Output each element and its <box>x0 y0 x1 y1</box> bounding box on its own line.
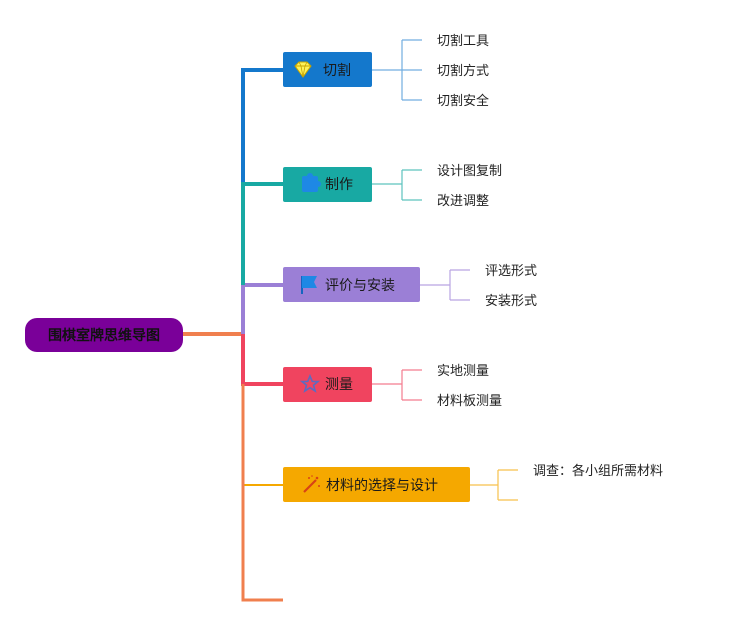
trunk-segment-cutting <box>241 68 283 334</box>
leaf-label: 评选形式 <box>485 264 537 279</box>
leaf-label: 调查：各小组所需材料 <box>533 463 663 479</box>
leaf-link-evaluate <box>420 269 470 301</box>
diamond-icon <box>294 61 312 78</box>
leaf-label: 切割工具 <box>437 33 489 49</box>
trunk-segment-measure <box>241 334 283 386</box>
branch-label: 评价与安装 <box>325 278 395 294</box>
branch-node-cutting[interactable]: 切割 <box>283 52 372 87</box>
root-node[interactable]: 围棋室牌思维导图 <box>25 318 183 352</box>
trunk-segment-evaluate <box>241 283 283 300</box>
trunk-tail <box>241 384 283 602</box>
puzzle-icon <box>302 173 321 192</box>
leaf-label: 实地测量 <box>437 364 489 379</box>
branch-node-material[interactable]: 材料的选择与设计 <box>283 467 470 502</box>
leaf-link-measure <box>372 369 422 401</box>
star-icon <box>299 373 321 393</box>
leaf-label: 材料板测量 <box>437 394 502 409</box>
branch-label: 制作 <box>325 177 353 193</box>
leaf-link-cutting <box>372 39 422 101</box>
leaf-link-making <box>372 169 422 201</box>
branch-label: 材料的选择与设计 <box>326 478 438 494</box>
leaf-label: 安装形式 <box>485 294 537 309</box>
branch-label: 切割 <box>323 62 351 79</box>
root-label: 围棋室牌思维导图 <box>48 327 160 344</box>
branch-node-measure[interactable]: 测量 <box>283 367 372 402</box>
connectors <box>183 39 518 602</box>
branch-node-making[interactable]: 制作 <box>283 167 372 202</box>
trunk-segment-making <box>241 182 283 200</box>
leaf-label: 改进调整 <box>437 194 489 209</box>
flag-icon <box>301 276 317 294</box>
branch-node-evaluate[interactable]: 评价与安装 <box>283 267 420 302</box>
trunk-segment-material <box>242 384 283 486</box>
leaf-label: 切割安全 <box>437 93 489 109</box>
leaf-label: 切割方式 <box>437 63 489 79</box>
branch-label: 测量 <box>325 377 353 393</box>
leaf-label: 设计图复制 <box>437 164 502 179</box>
magic-wand-icon <box>303 475 320 493</box>
leaf-link-material <box>470 469 518 501</box>
